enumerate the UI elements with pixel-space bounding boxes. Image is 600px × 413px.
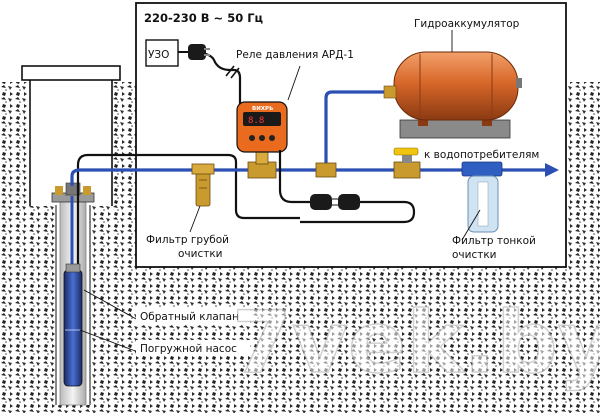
cable-break-mark-2 (230, 67, 240, 79)
main-pipe (70, 163, 559, 186)
arrow-right-icon (545, 163, 559, 177)
pump-label-bg (136, 340, 250, 356)
submersible-pump (63, 263, 83, 387)
uzo-box: УЗО (145, 39, 190, 67)
relay-tee-fitting (247, 149, 277, 179)
pressure-relay-label: Реле давления АРД-1 (236, 49, 354, 61)
accumulator-label: Гидроаккумулятор (414, 18, 520, 30)
check-valve-label-bg (136, 308, 250, 324)
coarse-filter-label-line2: очистки (178, 248, 223, 260)
fine-filter-label-line2: очистки (452, 249, 497, 261)
watermark: 7vek.by (232, 293, 600, 393)
pressure-relay: 8.8 ВИХРЬ (236, 101, 288, 153)
power-label: 220-230 В ~ 50 Гц (144, 11, 264, 25)
consumers-label: к водопотребителям (424, 149, 539, 161)
ball-valve-icon (393, 147, 421, 179)
pump-label: Погружной насос (140, 343, 237, 355)
svg-text:8.8: 8.8 (248, 116, 264, 126)
cable-break-mark-1 (225, 65, 235, 77)
relay-brand: ВИХРЬ (252, 106, 273, 112)
check-valve-label: Обратный клапан (140, 311, 239, 323)
pump-cable (76, 153, 300, 270)
accumulator-pipe (324, 90, 386, 170)
accumulator-tee-fitting (315, 162, 337, 178)
fine-filter (461, 161, 503, 233)
relay-output-cable (278, 150, 310, 204)
uzo-plug-icon (188, 44, 210, 60)
accumulator-tank (383, 51, 522, 139)
socket-to-pump-cable (300, 200, 416, 224)
uzo-label: УЗО (148, 49, 169, 61)
fine-filter-label-line1: Фильтр тонкой (452, 235, 536, 247)
coarse-filter-label-line1: Фильтр грубой (146, 234, 229, 246)
plug-icon (310, 194, 360, 210)
coarse-filter (191, 163, 215, 207)
leader-lines (79, 30, 481, 353)
